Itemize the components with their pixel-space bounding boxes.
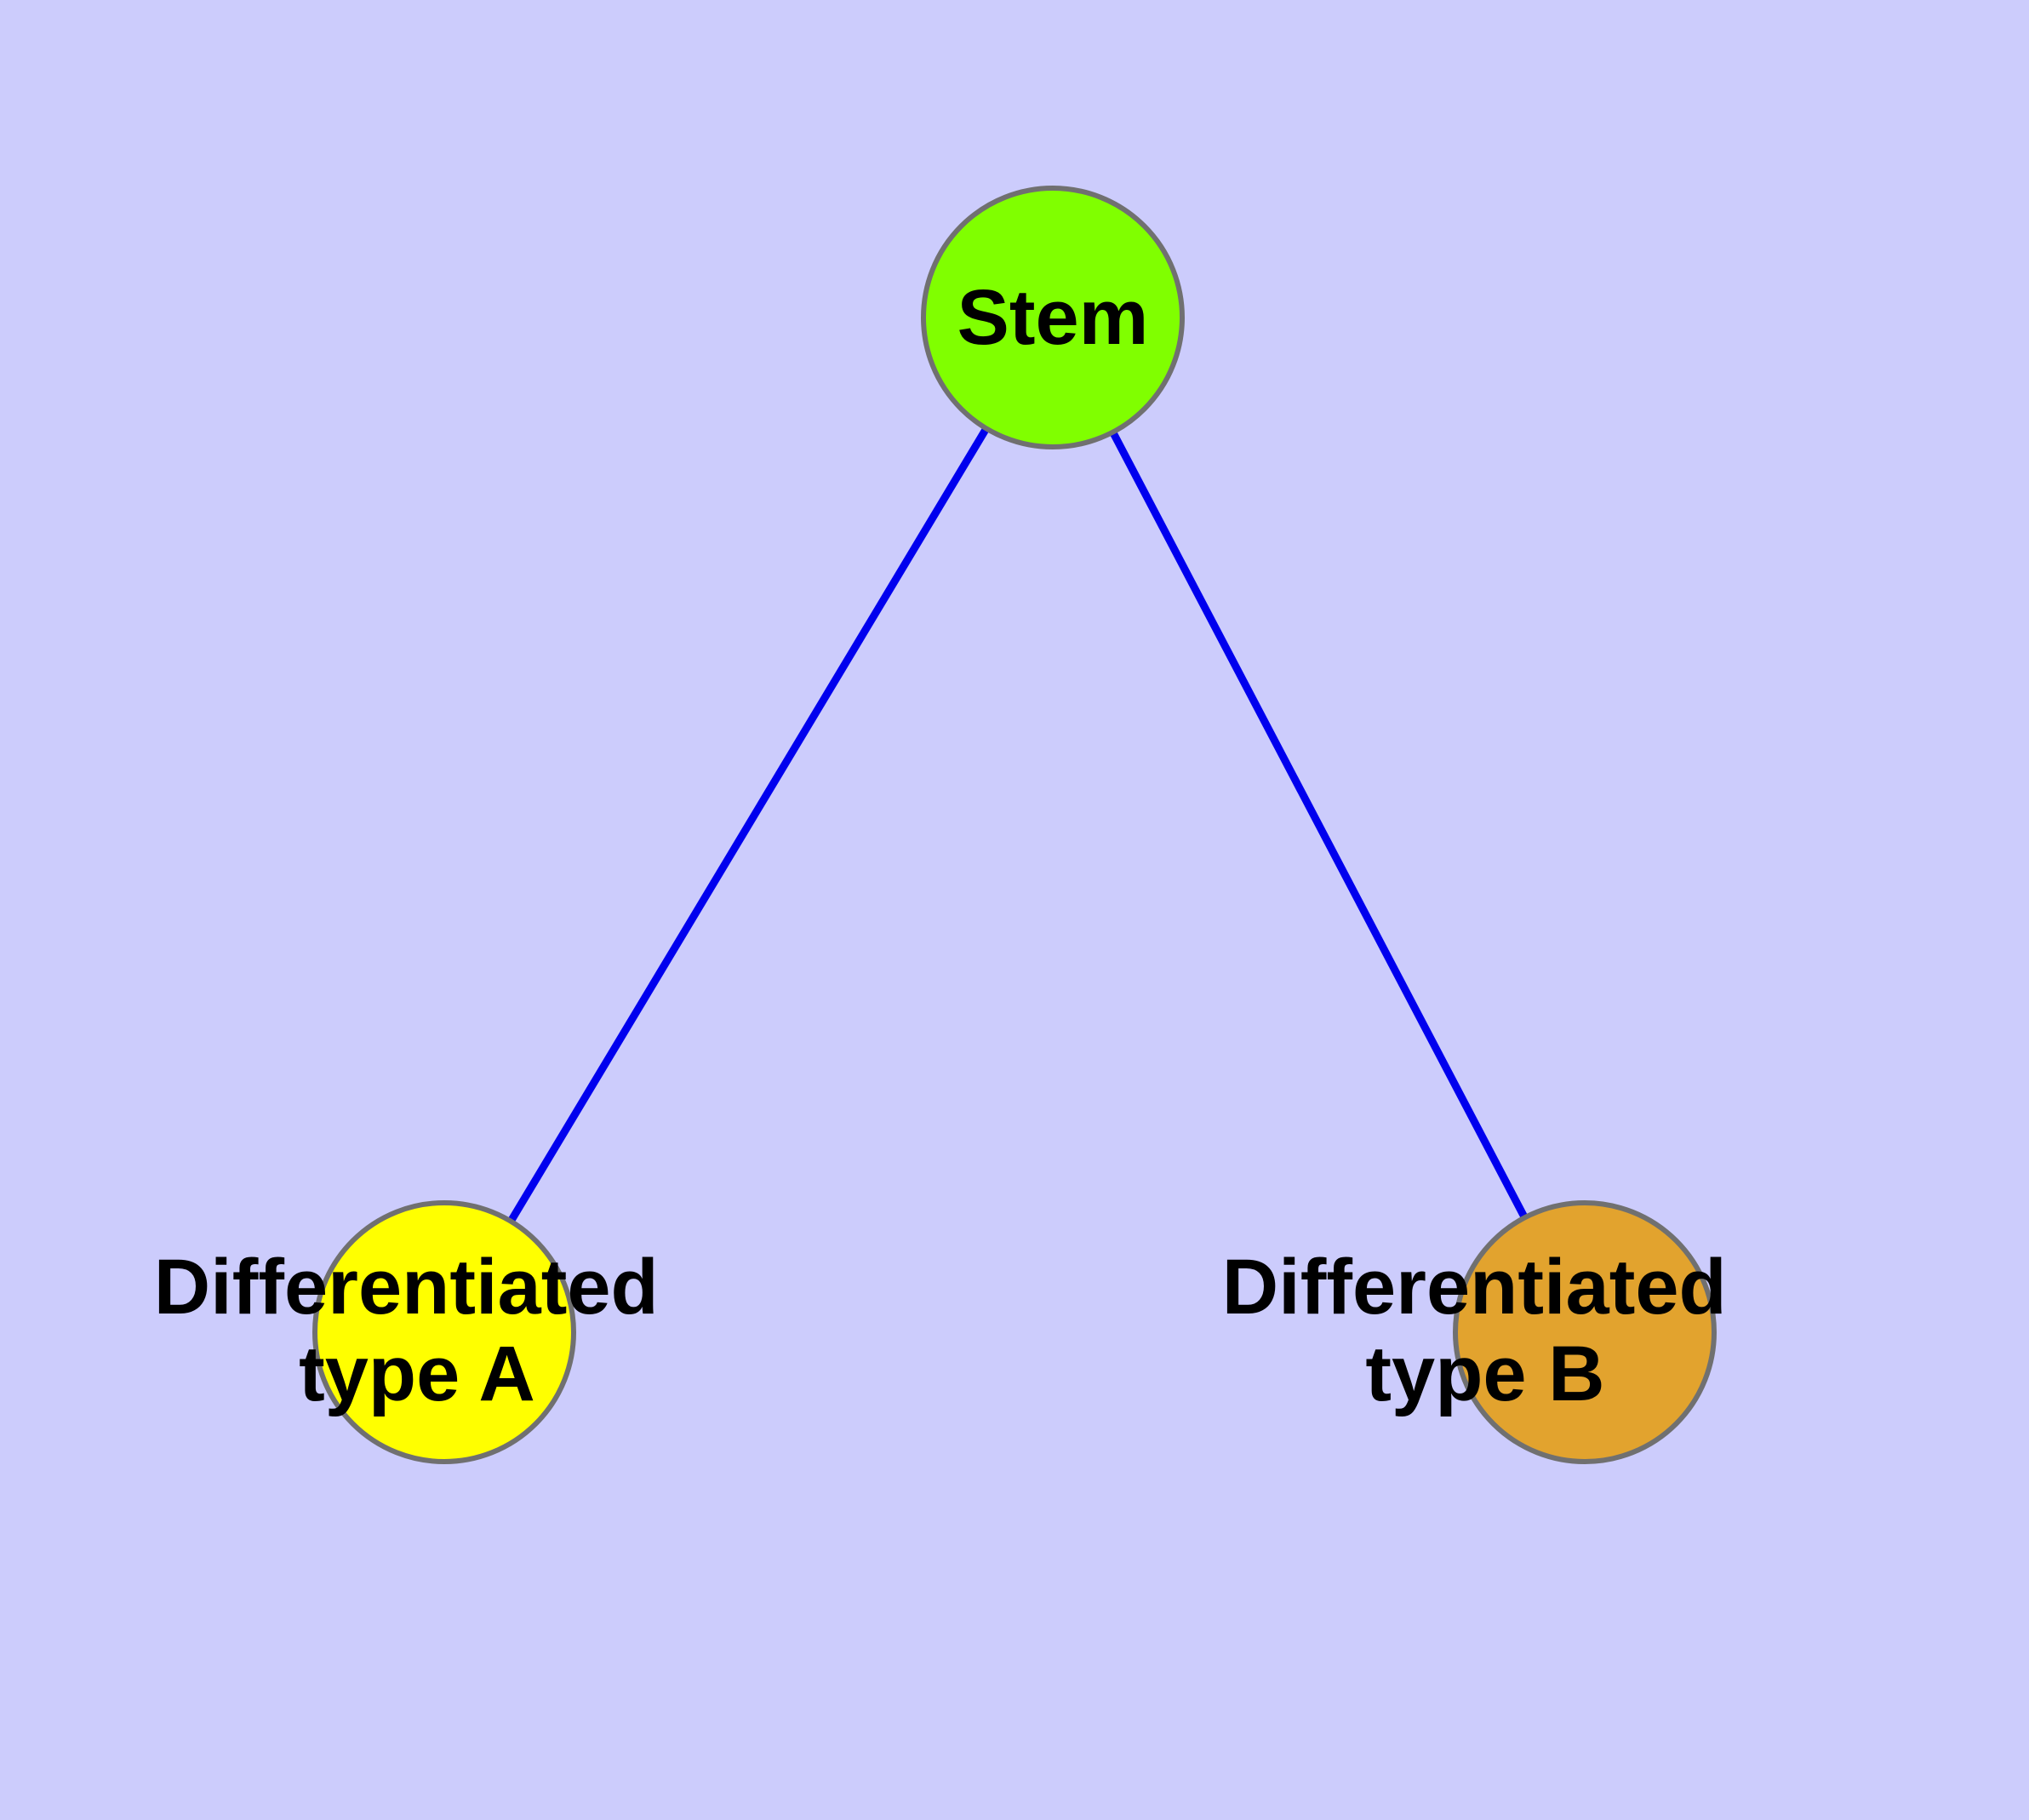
node-diff-a-circle[interactable] [312,1200,576,1464]
edge-layer [441,315,1588,1335]
node-stem[interactable] [921,186,1185,449]
node-diff-a-label: Differentiated type A [154,1244,681,1417]
node-diff-b[interactable] [1453,1200,1717,1464]
node-diff-a[interactable] [312,1200,576,1464]
edge-stem-to-diff-a[interactable] [441,315,1056,1335]
node-diff-b-label-line-1: Differentiated [1222,1244,1727,1331]
node-layer [312,186,1717,1464]
node-diff-a-label-line-2: type A [299,1331,535,1417]
node-diff-b-label-line-2: type B [1365,1331,1604,1417]
node-diff-b-circle[interactable] [1453,1200,1717,1464]
edge-stem-to-diff-b[interactable] [1049,315,1588,1335]
node-diff-b-label: Differentiated type B [1222,1244,1749,1417]
label-layer: Stem Differentiated type A Differentiate… [154,274,1749,1417]
node-diff-a-label-line-1: Differentiated [154,1244,659,1331]
node-stem-label-line-1: Stem [957,274,1149,361]
node-stem-circle[interactable] [921,186,1185,449]
node-stem-label: Stem [957,274,1149,361]
